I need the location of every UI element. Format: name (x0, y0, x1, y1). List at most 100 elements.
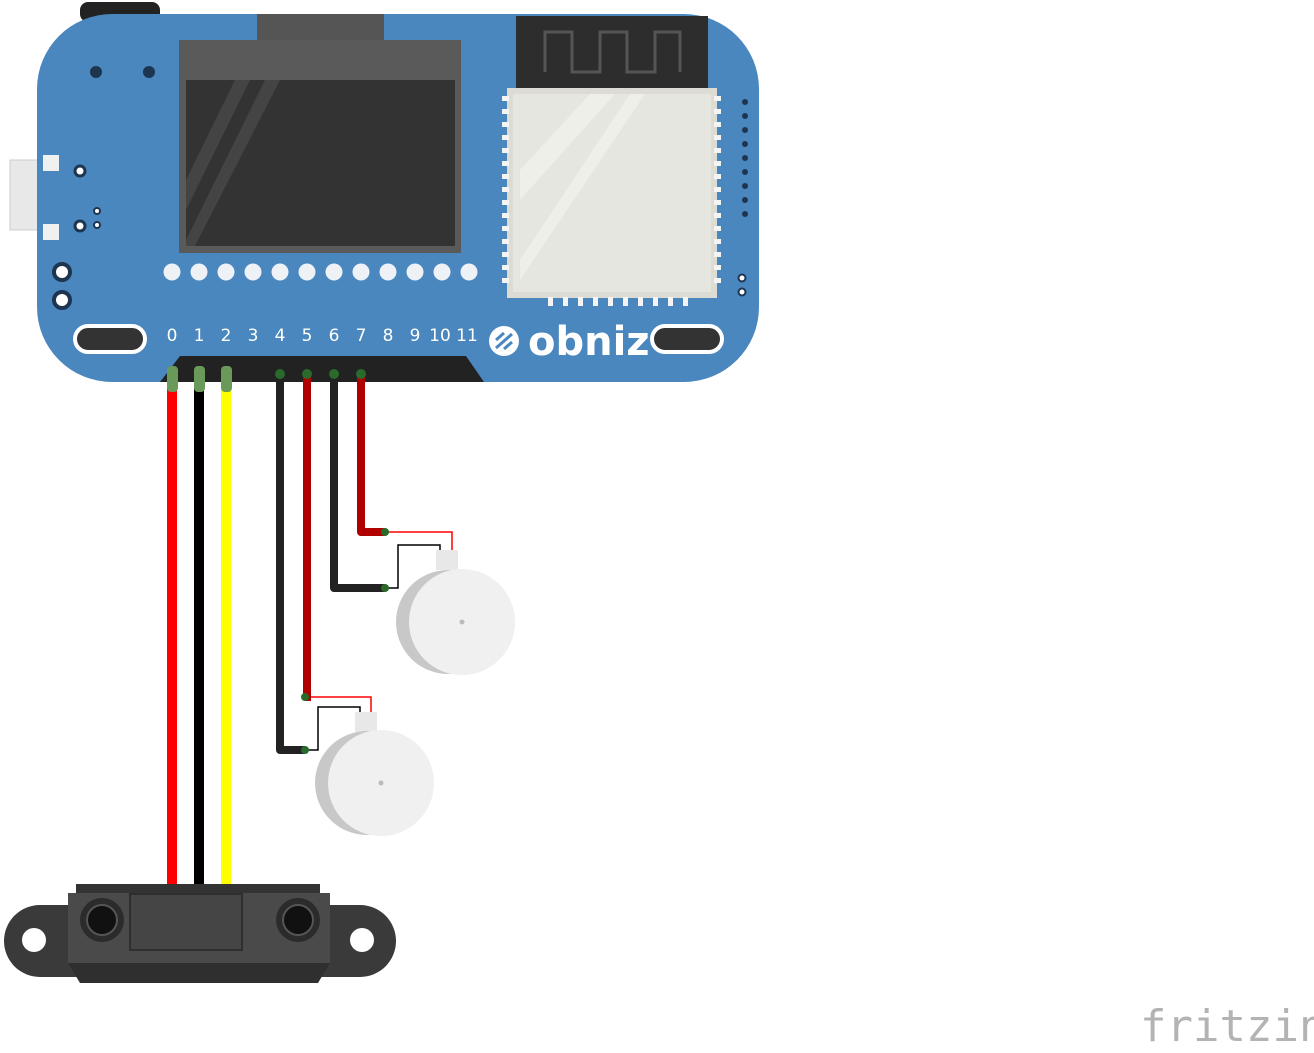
module-pin (714, 226, 721, 231)
module-pin (502, 265, 509, 270)
wire-end (302, 369, 312, 379)
module-pin (714, 213, 721, 218)
antenna-trace (543, 30, 682, 74)
module-pin (714, 174, 721, 179)
vibration-motor-1 (385, 531, 515, 675)
wire-end (356, 369, 366, 379)
led-dot (325, 263, 343, 281)
pin-label: 4 (275, 326, 286, 346)
module-pin (638, 297, 643, 306)
module-pin (502, 96, 509, 101)
module-pin (502, 187, 509, 192)
board-via (742, 113, 748, 119)
obniz-logo-text: obniz (528, 319, 650, 365)
led-dot (298, 263, 316, 281)
sensor-window (129, 893, 243, 951)
module-pin (714, 135, 721, 140)
right-vias (737, 99, 748, 297)
wire-end (167, 366, 178, 392)
motor-lead-housing (436, 550, 458, 570)
board-via (742, 211, 748, 217)
module-pin (502, 278, 509, 283)
motor-lead-housing (355, 712, 377, 732)
board-via (737, 273, 747, 283)
module-pin (502, 213, 509, 218)
led-dot (460, 263, 478, 281)
module-pin (714, 122, 721, 127)
board-via (742, 127, 748, 133)
module-pins (502, 96, 721, 306)
module-pin (502, 239, 509, 244)
led-dot (352, 263, 370, 281)
wire-end (301, 693, 309, 701)
wifi-antenna (516, 16, 708, 88)
wire-black (330, 375, 385, 592)
pin-label: 10 (429, 326, 451, 346)
board-dot (90, 66, 102, 78)
module-pin (502, 122, 509, 127)
display-glare (186, 80, 280, 246)
wire-end (275, 369, 285, 379)
led-dot (244, 263, 262, 281)
button-hole (52, 290, 72, 310)
module-pin (714, 239, 721, 244)
wire-end (381, 528, 389, 536)
pin-label: 9 (410, 326, 421, 346)
shield-glare (520, 94, 645, 280)
board-dot (143, 66, 155, 78)
vibration-motor-2 (305, 696, 434, 836)
board-via (73, 164, 87, 178)
board-via (742, 155, 748, 161)
board-via (742, 141, 748, 147)
pin-label: 6 (329, 326, 340, 346)
module-pin (502, 135, 509, 140)
led-dot (163, 263, 181, 281)
wire-red (303, 375, 311, 701)
pin-label: 1 (194, 326, 205, 346)
wire-end (221, 366, 232, 392)
module-pin (714, 265, 721, 270)
led-dot (190, 263, 208, 281)
module-pin (608, 297, 613, 306)
led-dot (406, 263, 424, 281)
obniz-logo: obniz (489, 319, 650, 365)
button-hole (52, 262, 72, 282)
board-via (742, 99, 748, 105)
module-pin (714, 148, 721, 153)
module-pin (502, 109, 509, 114)
module-pin (502, 174, 509, 179)
led-dot (433, 263, 451, 281)
module-pin (623, 297, 628, 306)
mounting-slot (73, 324, 147, 354)
pin-label: 11 (456, 326, 478, 346)
led-row (163, 263, 478, 281)
smd-component (43, 155, 59, 171)
board-via (742, 183, 748, 189)
module-pin (714, 187, 721, 192)
fritzing-watermark: fritzing (1140, 1001, 1314, 1052)
module-pin (653, 297, 658, 306)
board-via (742, 169, 748, 175)
module-pin (578, 297, 583, 306)
module-pin (714, 109, 721, 114)
wire-end (329, 369, 339, 379)
sensor-mount-hole (22, 928, 46, 952)
module-pin (502, 161, 509, 166)
wire-end (194, 366, 205, 392)
board-via (742, 197, 748, 203)
led-dot (271, 263, 289, 281)
module-pin (502, 252, 509, 257)
wire-black (276, 375, 305, 754)
wire-red (357, 375, 385, 536)
module-pin (714, 161, 721, 166)
mounting-slot (650, 324, 724, 354)
display-glare (186, 80, 250, 210)
sensor-mount-hole (350, 928, 374, 952)
display-connector (257, 14, 384, 44)
board-via (93, 207, 101, 215)
pin-label: 2 (221, 326, 232, 346)
module-pin (502, 200, 509, 205)
